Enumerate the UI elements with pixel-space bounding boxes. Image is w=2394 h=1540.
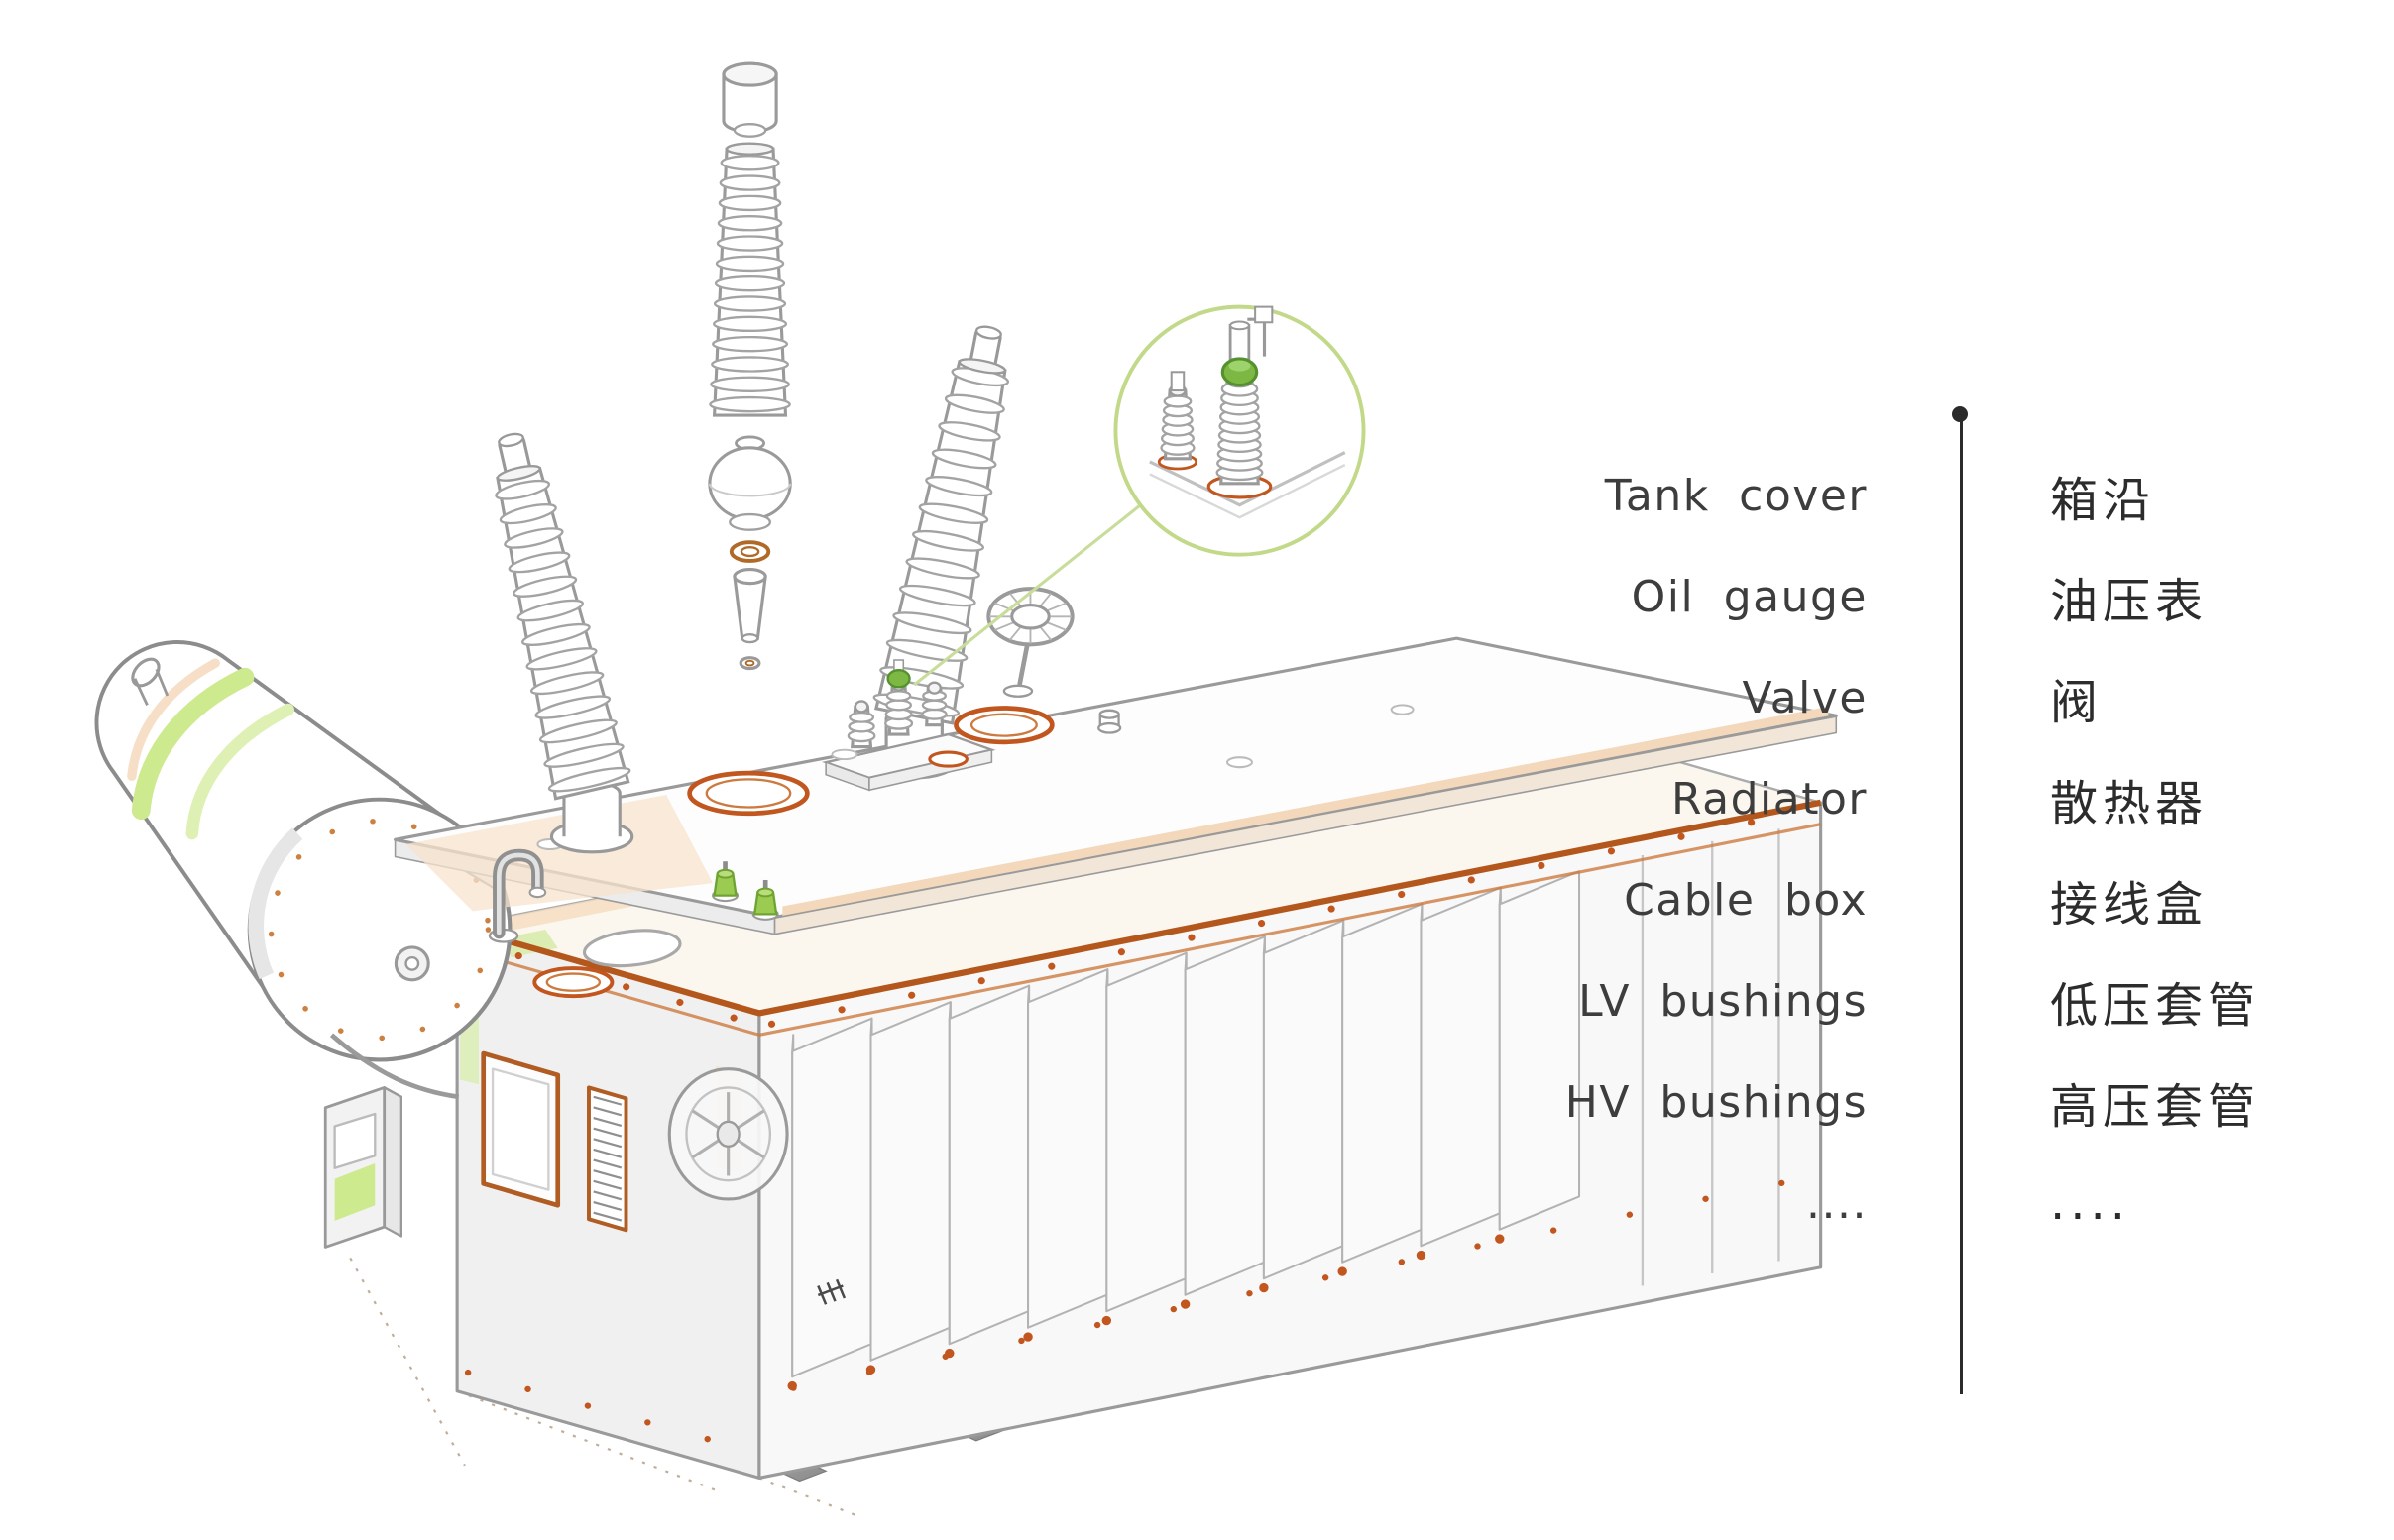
legend-label-zh: 高压套管 — [2050, 1079, 2261, 1135]
legend-label-zh: 接线盒 — [2050, 877, 2209, 933]
legend-row: HV bushings 高压套管 — [1540, 1051, 2260, 1153]
assembly-guide-dotted-lines — [349, 1257, 856, 1516]
bushing-column — [709, 142, 791, 417]
legend-label-en: .... — [1806, 1177, 1868, 1229]
legend: Tank cover 箱沿 Oil gauge 油压表 Valve 阀 Radi… — [1540, 445, 2260, 1254]
bushing-cone — [733, 568, 767, 644]
lv-valve-green — [886, 659, 911, 689]
cover-knob — [1097, 709, 1122, 734]
hatch-mark — [817, 1278, 847, 1305]
tank-wall-seams — [1641, 828, 1780, 1286]
lv-bushings — [821, 659, 996, 792]
callout-valve-green — [1220, 305, 1274, 387]
bushing-gasket — [739, 656, 761, 671]
legend-label-zh: 散热器 — [2050, 776, 2209, 831]
grille — [587, 1085, 628, 1233]
legend-row: Valve 阀 — [1540, 647, 2260, 748]
manhole — [582, 929, 682, 968]
legend-label-zh: 箱沿 — [2050, 473, 2156, 528]
legend-row: Radiator 散热器 — [1540, 748, 2260, 849]
bushing-cap — [722, 61, 778, 138]
legend-label-en: Valve — [1742, 672, 1868, 723]
tank-top-flange-ring — [532, 966, 615, 999]
legend-row: Tank cover 箱沿 — [1540, 445, 2260, 546]
hv-bushing-left — [495, 432, 634, 854]
radiator-fins — [787, 870, 1581, 1391]
hv-bushing-exploded — [708, 61, 792, 671]
legend-divider-dot — [1952, 406, 1968, 422]
legend-label-en: HV bushings — [1564, 1076, 1868, 1128]
cover-flange-ring-left — [687, 770, 810, 817]
legend-label-en: Radiator — [1671, 773, 1868, 825]
legend-row: Oil gauge 油压表 — [1540, 546, 2260, 647]
legend-label-zh: .... — [2050, 1175, 2131, 1231]
cable-box — [323, 1086, 403, 1249]
oil-gauge — [986, 587, 1075, 698]
breather-pipe — [488, 848, 547, 943]
conservator-pipe — [329, 1033, 460, 1100]
legend-label-en: Tank cover — [1604, 470, 1868, 521]
valve-knob-1 — [712, 861, 740, 903]
legend-row: .... .... — [1540, 1153, 2260, 1254]
cover-flange-ring-right — [954, 706, 1055, 745]
legend-row: LV bushings 低压套管 — [1540, 950, 2260, 1051]
legend-label-en: LV bushings — [1578, 975, 1868, 1027]
legend-label-zh: 阀 — [2050, 675, 2104, 730]
conservator-stub — [131, 657, 170, 706]
legend-label-en: Oil gauge — [1631, 571, 1868, 622]
tank-cover-plate — [394, 636, 1838, 935]
valve-detail-callout — [913, 304, 1366, 687]
legend-label-zh: 低压套管 — [2050, 978, 2261, 1034]
valve-knob-2 — [751, 879, 779, 921]
cooling-fan — [667, 1067, 789, 1201]
tank-bolt-dots — [464, 1177, 1798, 1454]
bushing-bulb — [708, 435, 792, 531]
bushing-ring — [729, 540, 771, 563]
left-wall-panel — [481, 1050, 561, 1208]
legend-row: Cable box 接线盒 — [1540, 849, 2260, 950]
legend-label-en: Cable box — [1624, 874, 1868, 926]
legend-divider-line — [1960, 417, 1963, 1394]
legend-label-zh: 油压表 — [2050, 574, 2209, 629]
